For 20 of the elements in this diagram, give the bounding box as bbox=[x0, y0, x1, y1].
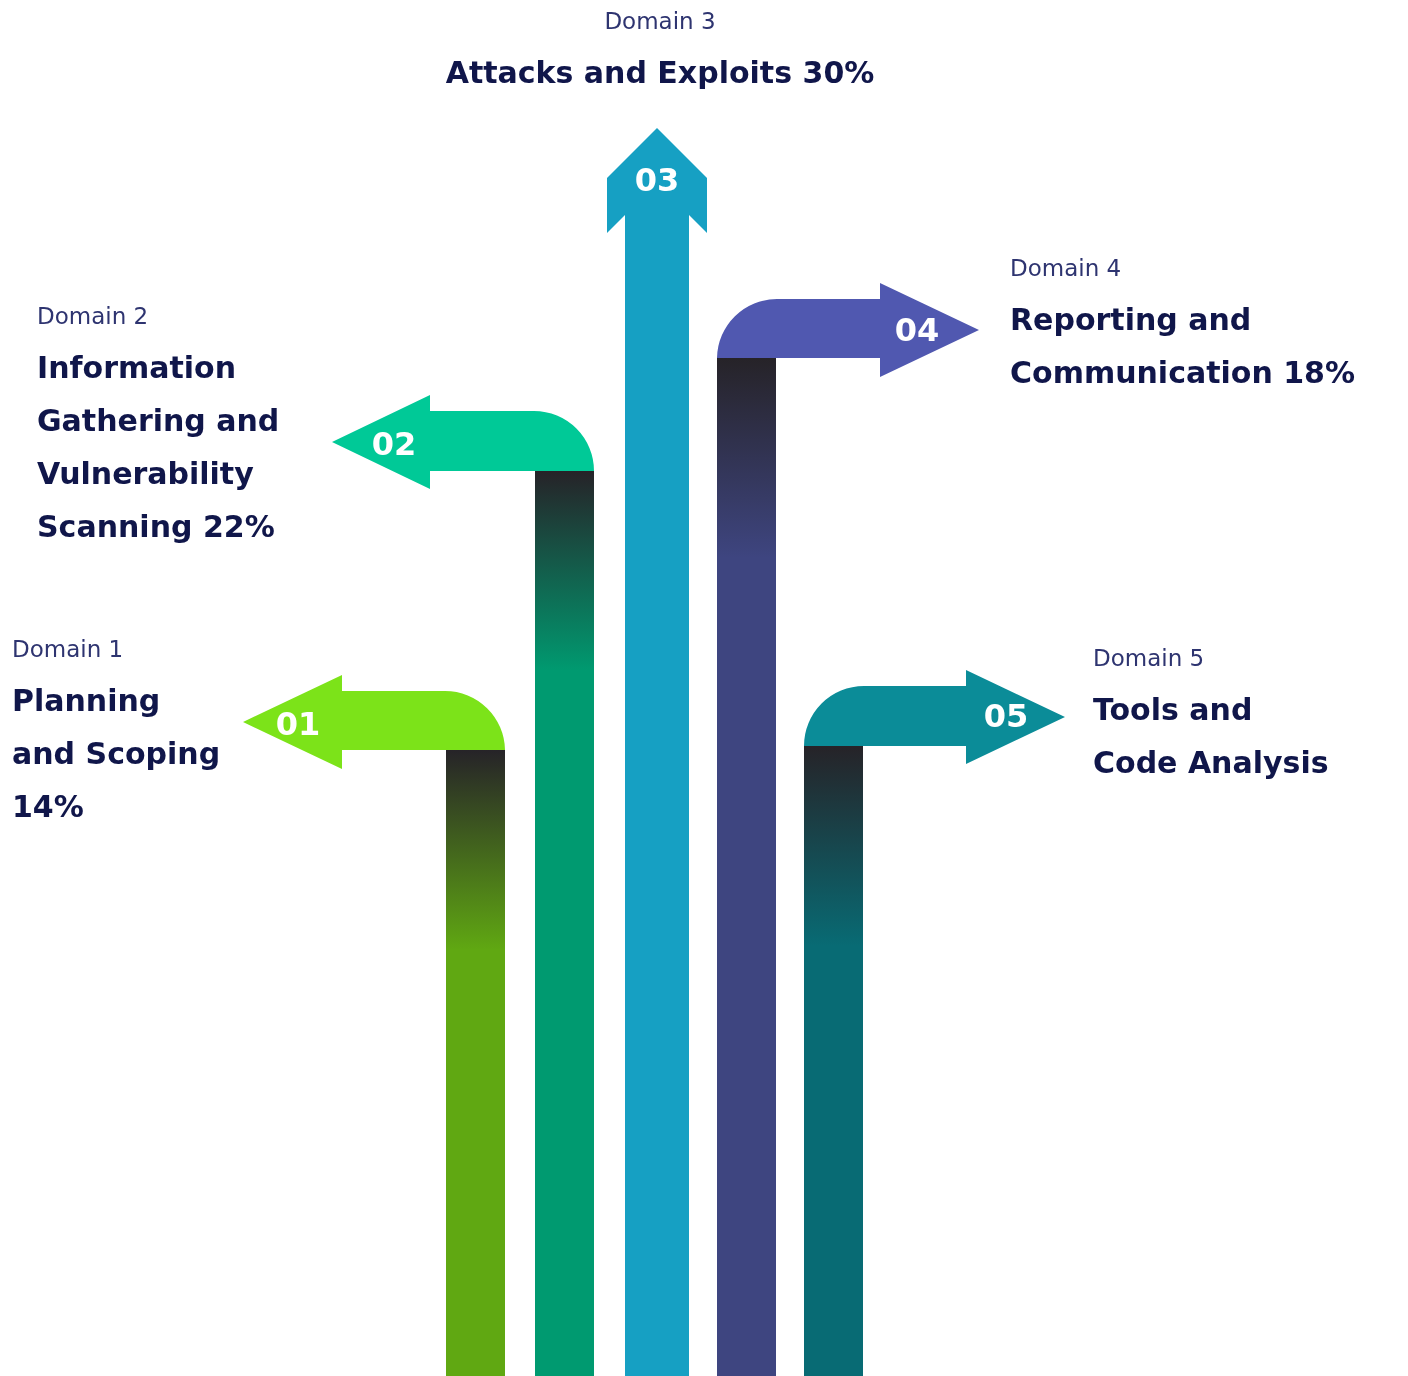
domain-label: Domain 4 bbox=[1010, 255, 1123, 281]
step-number: 05 bbox=[983, 697, 1029, 735]
bent-arrow bbox=[717, 283, 979, 377]
bent-arrow bbox=[332, 395, 594, 489]
domain-title: Reporting and Communication 18% bbox=[1010, 301, 1356, 392]
step-number: 04 bbox=[894, 311, 940, 349]
domain-title: Planning and Scoping 14% bbox=[12, 682, 222, 826]
domain-title: Attacks and Exploits 30% bbox=[444, 54, 876, 92]
step-number: 02 bbox=[371, 425, 417, 463]
bent-arrow bbox=[243, 675, 505, 769]
domain-label: Domain 1 bbox=[12, 636, 125, 662]
domain-label: Domain 3 bbox=[603, 8, 717, 34]
step-number: 01 bbox=[275, 705, 321, 743]
domain-label: Domain 2 bbox=[37, 303, 150, 329]
domain-title: Information Gathering and Vulnerability Scanning 22% bbox=[37, 349, 281, 546]
bent-arrow bbox=[607, 128, 707, 233]
domain-title: Tools and Code Analysis bbox=[1093, 691, 1330, 782]
bent-arrow bbox=[804, 670, 1065, 764]
domain-label: Domain 5 bbox=[1093, 645, 1206, 671]
step-number: 03 bbox=[634, 161, 680, 199]
